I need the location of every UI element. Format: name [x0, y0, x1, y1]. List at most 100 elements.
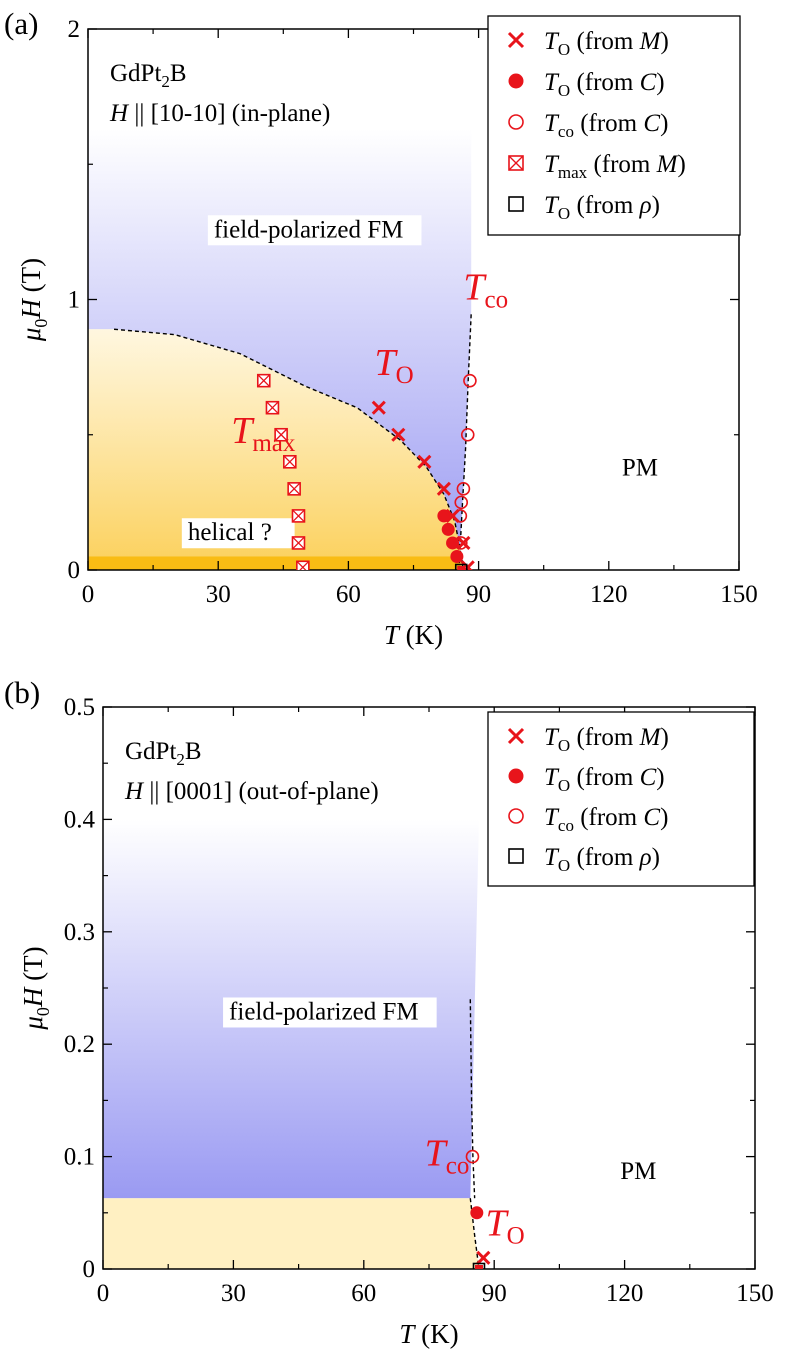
- legend-marker: [508, 848, 524, 864]
- region-label-box: [207, 215, 422, 246]
- legend-entry: Tmax (from M): [544, 151, 686, 182]
- legend-entry: Tco (from C): [544, 110, 668, 141]
- region-label: helical ?: [188, 519, 272, 546]
- sample-name: GdPt2B: [125, 738, 202, 769]
- field-direction: H || [10-10] (in-plane): [109, 100, 330, 127]
- region-label-box: [181, 518, 295, 549]
- legend-marker: [507, 31, 525, 49]
- x-tick-label: 0: [97, 1280, 110, 1307]
- legend-marker: [507, 727, 525, 745]
- legend-marker: [508, 808, 524, 824]
- data-point-cross: [436, 481, 451, 496]
- data-point-boxed-cross: [274, 427, 288, 442]
- legend: TO (from M) TO (from C) Tco (from C) Tmax (…: [487, 15, 741, 236]
- data-point-cross: [460, 560, 475, 570]
- panel-b: 0 30 60 90 120 150 0 0.1 0.2 0.3 0.4 0.5 (b) T (K) μ0H…: [4, 675, 774, 1349]
- ordered-region: [103, 1198, 479, 1269]
- data-point-cross: [456, 535, 471, 551]
- data-point-open-circle: [456, 482, 471, 496]
- ordered-region: [88, 329, 464, 570]
- data-point-boxed-cross: [296, 560, 310, 570]
- data-point-cross: [417, 454, 432, 469]
- x-tick-label: 0: [82, 581, 95, 608]
- legend-marker: [508, 114, 524, 130]
- x-tick-label: 120: [606, 1280, 644, 1307]
- x-tick-label: 150: [720, 581, 758, 608]
- legend-entry: Tco (from C): [544, 804, 668, 835]
- legend-entry: TO (from M): [544, 28, 669, 59]
- transition-label: Tco: [463, 267, 508, 314]
- y-axis-label: μ0H (T): [18, 946, 53, 1030]
- y-tick-label: 0: [83, 1256, 96, 1283]
- data-point-boxed-cross: [291, 536, 306, 550]
- crossover-boundary-line: [469, 999, 476, 1199]
- x-tick-label: 60: [336, 581, 361, 608]
- data-point-cross: [371, 400, 386, 415]
- x-axis-label: T (K): [399, 1319, 458, 1349]
- y-tick-label: 0.4: [64, 806, 96, 833]
- data-point-open-square: [472, 1262, 486, 1269]
- y-tick-label: 0: [68, 557, 81, 584]
- data-point-open-square: [454, 563, 468, 570]
- panel-label: (b): [4, 675, 40, 710]
- y-tick-label: 0.1: [64, 1144, 95, 1171]
- legend-entry: TO (from ρ): [544, 844, 660, 875]
- data-point-rho-fill: [474, 1265, 483, 1269]
- x-tick-label: 120: [590, 581, 628, 608]
- legend-box: [487, 15, 741, 236]
- data-point-open-circle: [454, 536, 468, 550]
- data-point-filled-circle: [450, 549, 464, 563]
- legend-marker: [508, 155, 524, 171]
- data-point-boxed-cross: [265, 400, 280, 415]
- field-direction: H || [0001] (out-of-plane): [124, 778, 379, 805]
- data-point-boxed-cross: [256, 373, 271, 388]
- legend-entry: TO (from C): [544, 69, 665, 100]
- sample-name: GdPt2B: [110, 60, 187, 91]
- transition-label: TO: [486, 1202, 525, 1249]
- y-tick-label: 0.5: [64, 694, 95, 721]
- region-label: PM: [622, 454, 658, 481]
- x-tick-label: 150: [736, 1280, 774, 1307]
- legend-entry: TO (from M): [544, 724, 669, 755]
- x-tick-label: 60: [351, 1280, 376, 1307]
- data-point-open-circle: [463, 373, 477, 388]
- data-point-open-circle: [460, 427, 475, 442]
- region-label: PM: [620, 1158, 656, 1185]
- data-point-boxed-cross: [291, 509, 306, 523]
- legend-marker: [508, 73, 524, 89]
- data-point-open-circle: [465, 1149, 480, 1164]
- transition-label: Tmax: [231, 410, 296, 457]
- data-point-boxed-cross: [287, 482, 301, 496]
- panel-label: (a): [4, 6, 38, 41]
- legend-entry: TO (from ρ): [544, 192, 660, 223]
- data-point-open-circle: [453, 509, 468, 523]
- phase-regions: [88, 129, 472, 570]
- region-label-box: [223, 997, 437, 1028]
- region-label: field-polarized FM: [229, 998, 419, 1025]
- data-point-filled-circle: [437, 509, 451, 523]
- y-tick-label: 0.2: [64, 1031, 95, 1058]
- legend-box: [487, 711, 755, 887]
- legend-entry: TO (from C): [544, 764, 665, 795]
- y-tick-label: 2: [68, 16, 81, 43]
- helical-band: [88, 556, 461, 570]
- x-axis-label: T (K): [384, 620, 443, 650]
- data-points: [256, 373, 477, 570]
- data-point-boxed-cross: [283, 454, 297, 469]
- x-tick-label: 90: [482, 1280, 507, 1307]
- data-point-filled-circle: [441, 522, 455, 536]
- x-tick-label: 90: [466, 581, 491, 608]
- x-tick-label: 30: [221, 1280, 246, 1307]
- transition-label: Tco: [425, 1133, 470, 1180]
- legend-marker: [508, 196, 524, 212]
- x-tick-label: 30: [206, 581, 231, 608]
- legend-marker: [508, 768, 524, 784]
- y-tick-label: 1: [68, 287, 81, 314]
- region-label: field-polarized FM: [214, 216, 404, 243]
- y-tick-label: 0.3: [64, 919, 95, 946]
- data-points: [465, 1149, 491, 1269]
- data-point-cross: [391, 427, 406, 442]
- data-point-cross: [476, 1250, 491, 1265]
